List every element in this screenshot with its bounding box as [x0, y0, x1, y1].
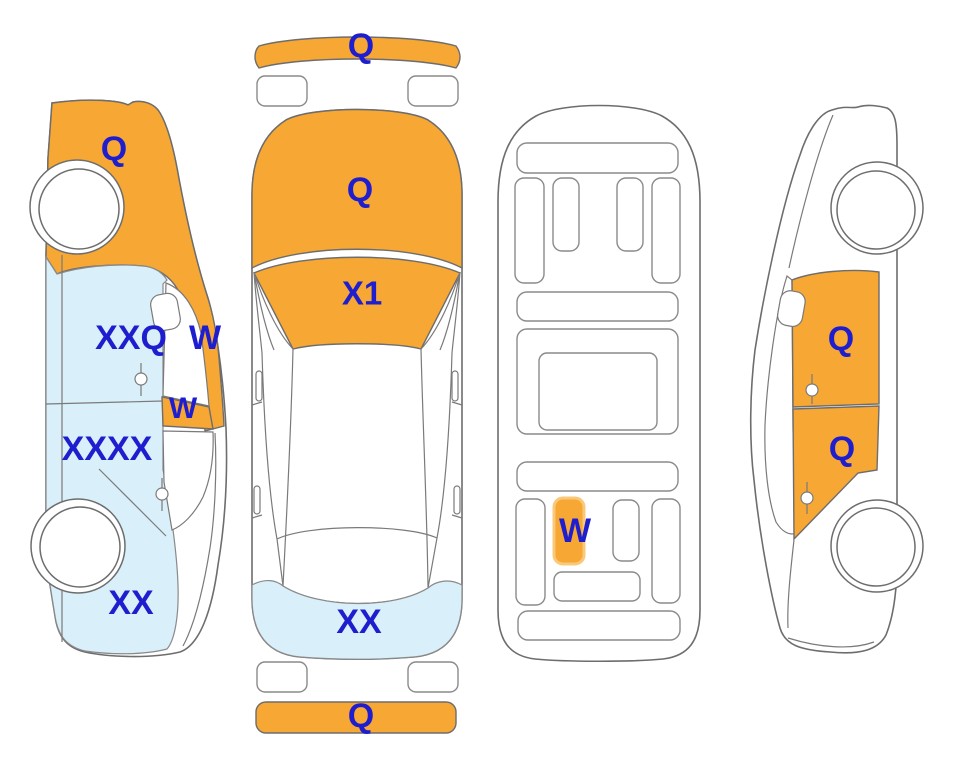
- left-rear-wheel: [39, 506, 121, 588]
- right-quarter-seam-line: [787, 539, 795, 629]
- left-mirror: [150, 292, 181, 331]
- interior-rear-left-seat-side[interactable]: [515, 498, 546, 606]
- right-front-door-handle-knob: [805, 383, 819, 397]
- top-roof-edge-left: [282, 348, 294, 587]
- top-view: [251, 36, 463, 734]
- right-mirror: [777, 290, 806, 327]
- left-front-wheel: [38, 168, 120, 250]
- interior-mid-panel-front[interactable]: [516, 291, 679, 322]
- top-taillight-left: [256, 661, 308, 693]
- left-side-view: [29, 99, 228, 658]
- right-roofline: [788, 114, 834, 269]
- interior-dashboard[interactable]: [516, 142, 679, 174]
- interior-rear-left-seat-damaged[interactable]: [552, 496, 586, 566]
- interior-rear-shelf[interactable]: [517, 610, 681, 641]
- top-door-handle-right-front: [451, 370, 459, 402]
- interior-front-right-seat-side[interactable]: [651, 177, 681, 284]
- top-trunk-panel[interactable]: [251, 580, 463, 660]
- right-rear-door-panel[interactable]: [792, 405, 880, 541]
- right-windows[interactable]: [764, 274, 797, 535]
- top-roof-edge-right: [420, 348, 429, 588]
- top-hood-panel[interactable]: [251, 108, 463, 270]
- interior-front-right-seat[interactable]: [616, 177, 644, 252]
- top-front-bumper[interactable]: [254, 36, 461, 69]
- left-door-divider-line: [45, 400, 164, 405]
- left-rear-window[interactable]: [162, 430, 214, 531]
- top-headlight-right: [407, 75, 459, 107]
- top-door-handle-right-rear: [453, 485, 461, 515]
- right-front-wheel: [836, 170, 916, 250]
- interior-view: [497, 104, 701, 663]
- top-door-gap-ticks: [251, 401, 463, 519]
- top-rear-bumper[interactable]: [255, 701, 457, 734]
- interior-rear-right-seat-side[interactable]: [651, 498, 681, 604]
- left-rear-door-handle-knob: [155, 487, 169, 501]
- interior-rear-center-seat[interactable]: [612, 499, 640, 562]
- right-rear-wheel: [836, 507, 916, 587]
- interior-center-console-inner[interactable]: [538, 352, 658, 431]
- top-a-pillar-right-lines: [420, 271, 461, 539]
- left-b-pillar-panel[interactable]: [161, 396, 214, 430]
- interior-front-left-seat[interactable]: [552, 177, 580, 252]
- top-door-handle-left-front: [255, 370, 263, 402]
- right-side-view: [749, 104, 924, 654]
- top-headlight-left: [256, 75, 308, 107]
- top-taillight-right: [407, 661, 459, 693]
- right-rear-door-handle-knob: [800, 491, 814, 505]
- interior-front-left-seat-side[interactable]: [514, 177, 545, 284]
- left-quarter-seam-line: [98, 468, 167, 537]
- right-front-door-panel[interactable]: [791, 269, 880, 408]
- top-a-pillar-left-lines: [253, 271, 294, 540]
- interior-rear-armrest[interactable]: [553, 571, 641, 602]
- right-rear-bumper-seam: [787, 637, 875, 648]
- left-c-pillar-line: [182, 432, 217, 647]
- left-front-door-handle-knob: [134, 372, 148, 386]
- interior-mid-panel-rear[interactable]: [516, 461, 679, 492]
- top-door-handle-left-rear: [253, 485, 261, 515]
